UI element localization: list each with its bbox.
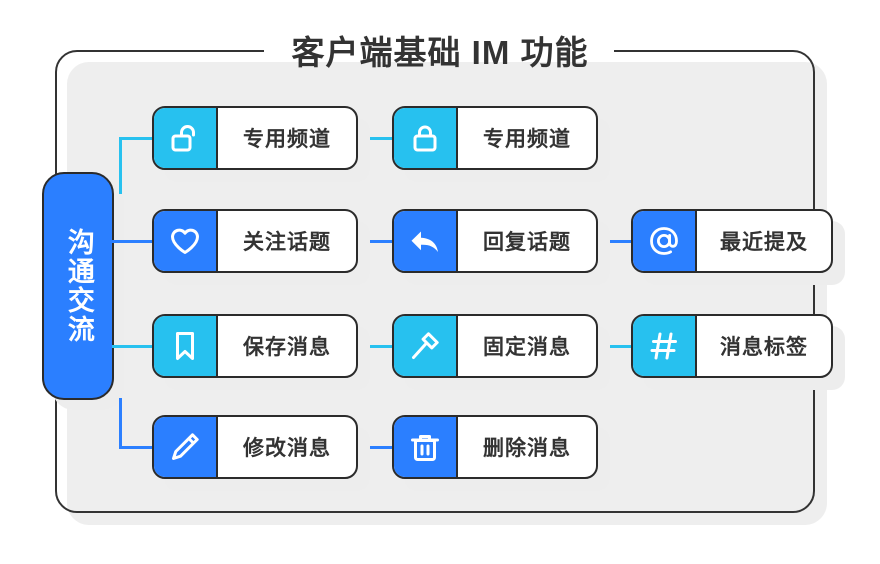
category-pill-label: 沟通交流 (63, 228, 94, 344)
bookmark-icon (154, 316, 218, 376)
card-label: 回复话题 (483, 231, 571, 254)
card-label: 保存消息 (243, 336, 331, 359)
connector-row2-horizontal (112, 240, 155, 243)
card-save-message[interactable]: 保存消息 (152, 314, 358, 378)
frame-title-gap (264, 42, 614, 60)
connector-r2-c2-c3 (596, 240, 632, 243)
card-channel-private[interactable]: 专用频道 (152, 106, 358, 170)
connector-r1-c1-c2 (357, 137, 393, 140)
card-edit-message[interactable]: 修改消息 (152, 415, 358, 479)
card-label: 专用频道 (483, 128, 571, 151)
card-label: 固定消息 (483, 336, 571, 359)
pencil-icon (154, 417, 218, 477)
card-pin-message[interactable]: 固定消息 (392, 314, 598, 378)
card-follow-topic[interactable]: 关注话题 (152, 209, 358, 273)
card-delete-message[interactable]: 删除消息 (392, 415, 598, 479)
card-message-tags[interactable]: 消息标签 (631, 314, 833, 378)
card-label: 最近提及 (720, 231, 808, 254)
card-label: 消息标签 (720, 336, 808, 359)
hash-icon (633, 316, 697, 376)
card-channel-locked[interactable]: 专用频道 (392, 106, 598, 170)
connector-row1-horizontal (119, 137, 154, 140)
connector-r3-c2-c3 (596, 345, 632, 348)
connector-row3-horizontal (112, 345, 155, 348)
at-icon (633, 211, 697, 271)
connector-row1-vertical (119, 138, 122, 194)
card-label: 删除消息 (483, 437, 571, 460)
card-label: 修改消息 (243, 437, 331, 460)
diagram-title: 客户端基础 IM 功能 (291, 34, 589, 71)
connector-row4-horizontal (119, 446, 154, 449)
connector-r2-c1-c2 (357, 240, 393, 243)
card-label: 专用频道 (243, 128, 331, 151)
category-pill: 沟通交流 (42, 172, 114, 400)
trash-icon (394, 417, 458, 477)
unlock-icon (154, 108, 218, 168)
heart-icon (154, 211, 218, 271)
pin-icon (394, 316, 458, 376)
reply-icon (394, 211, 458, 271)
lock-icon (394, 108, 458, 168)
card-label: 关注话题 (243, 231, 331, 254)
card-recent-mentions[interactable]: 最近提及 (631, 209, 833, 273)
connector-r3-c1-c2 (357, 345, 393, 348)
connector-row4-vertical (119, 398, 122, 448)
card-reply-topic[interactable]: 回复话题 (392, 209, 598, 273)
connector-r4-c1-c2 (357, 446, 393, 449)
